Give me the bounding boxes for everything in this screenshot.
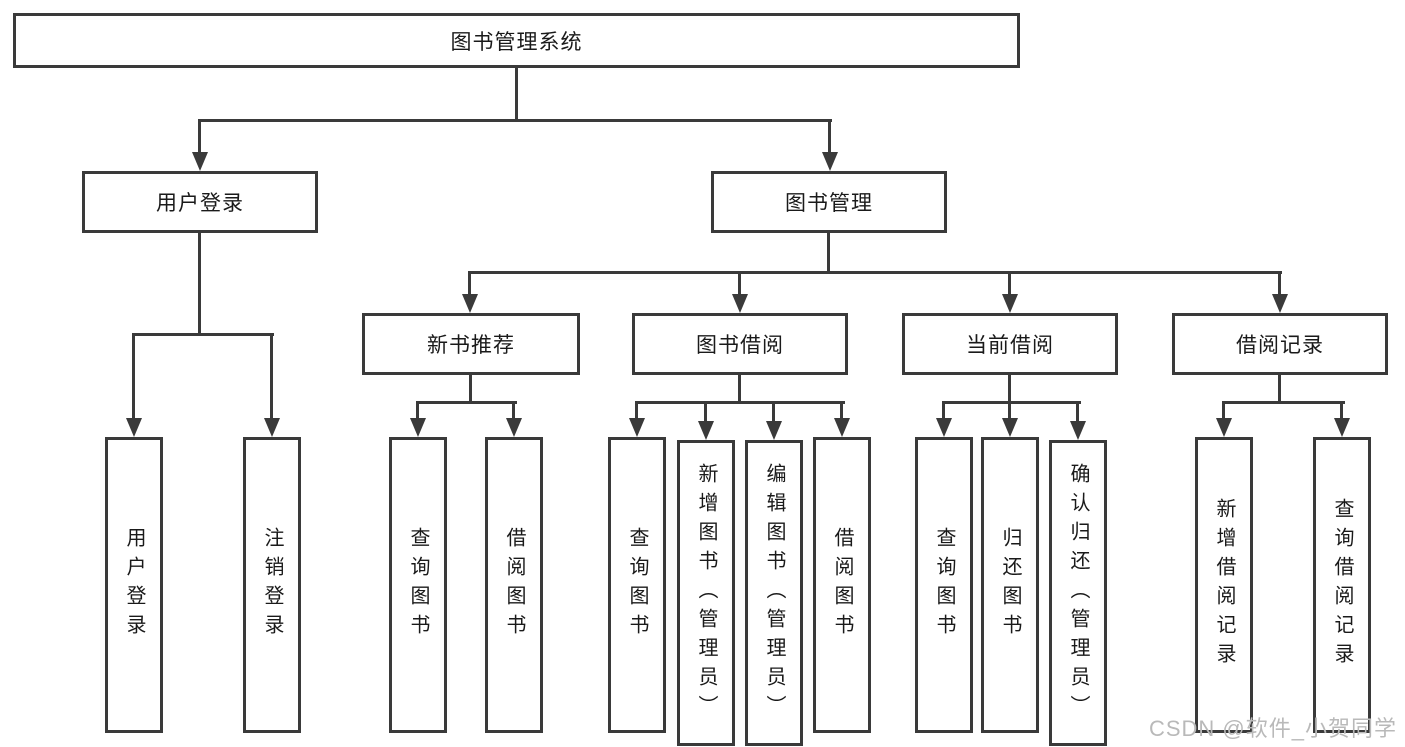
connector-line	[942, 401, 1081, 404]
leaf-query-borrow-record: 查询借阅记录	[1313, 437, 1371, 733]
arrow-down-icon	[834, 418, 850, 437]
node-current-borrowing: 当前借阅	[902, 313, 1118, 375]
leaf-borrow-books-borrowing: 借阅图书	[813, 437, 871, 733]
node-label: 新书推荐	[427, 334, 515, 357]
watermark: CSDN @软件_小贺同学	[1148, 716, 1397, 741]
connector-line	[828, 119, 831, 155]
connector-line	[1278, 375, 1281, 403]
node-label: 新增借阅记录	[1213, 498, 1235, 672]
leaf-add-borrow-record: 新增借阅记录	[1195, 437, 1253, 733]
connector-line	[468, 271, 471, 297]
arrow-down-icon	[936, 418, 952, 437]
leaf-logout: 注销登录	[243, 437, 301, 733]
connector-line	[1222, 401, 1225, 421]
connector-line	[512, 401, 515, 421]
connector-line	[738, 375, 741, 403]
arrow-down-icon	[192, 152, 208, 171]
leaf-borrow-books-recommend: 借阅图书	[485, 437, 543, 733]
connector-line	[1008, 375, 1011, 403]
leaf-return-books: 归还图书	[981, 437, 1039, 733]
leaf-confirm-return-admin: 确认归还（管理员）	[1049, 440, 1107, 746]
leaf-user-login: 用户登录	[105, 437, 163, 733]
node-book-borrowing: 图书借阅	[632, 313, 848, 375]
connector-line	[1340, 401, 1343, 421]
arrow-down-icon	[1002, 418, 1018, 437]
node-borrow-records: 借阅记录	[1172, 313, 1388, 375]
connector-line	[515, 68, 518, 121]
arrow-down-icon	[126, 418, 142, 437]
leaf-query-books-current: 查询图书	[915, 437, 973, 733]
node-label: 注销登录	[261, 527, 283, 643]
node-label: 借阅图书	[503, 527, 525, 643]
leaf-add-book-admin: 新增图书（管理员）	[677, 440, 735, 746]
connector-line	[1076, 401, 1079, 423]
node-label: 查询图书	[933, 527, 955, 643]
connector-line	[840, 401, 843, 421]
node-label: 编辑图书（管理员）	[763, 462, 785, 724]
arrow-down-icon	[732, 294, 748, 313]
arrow-down-icon	[1070, 421, 1086, 440]
node-label: 归还图书	[999, 527, 1021, 643]
arrow-down-icon	[1272, 294, 1288, 313]
connector-line	[772, 401, 775, 423]
arrow-down-icon	[264, 418, 280, 437]
arrow-down-icon	[1334, 418, 1350, 437]
arrow-down-icon	[462, 294, 478, 313]
arrow-down-icon	[506, 418, 522, 437]
connector-line	[469, 375, 472, 403]
connector-line	[704, 401, 707, 423]
node-user-login: 用户登录	[82, 171, 318, 233]
connector-line	[1008, 271, 1011, 297]
node-label: 确认归还（管理员）	[1067, 462, 1089, 724]
connector-line	[827, 233, 830, 273]
connector-line	[416, 401, 517, 404]
node-label: 查询图书	[626, 527, 648, 643]
node-book-management: 图书管理	[711, 171, 947, 233]
leaf-query-books-borrowing: 查询图书	[608, 437, 666, 733]
node-label: 查询图书	[407, 527, 429, 643]
connector-line	[198, 119, 832, 122]
node-new-book-recommend: 新书推荐	[362, 313, 580, 375]
connector-line	[132, 333, 135, 419]
connector-line	[270, 333, 273, 419]
node-label: 用户登录	[156, 192, 244, 215]
connector-line	[1278, 271, 1281, 297]
arrow-down-icon	[629, 418, 645, 437]
connector-line	[468, 271, 1282, 274]
node-label: 查询借阅记录	[1331, 498, 1353, 672]
connector-line	[132, 333, 274, 336]
node-label: 用户登录	[123, 527, 145, 643]
arrow-down-icon	[1216, 418, 1232, 437]
node-label: 图书管理	[785, 192, 873, 215]
node-label: 图书管理系统	[450, 30, 583, 54]
arrow-down-icon	[410, 418, 426, 437]
arrow-down-icon	[822, 152, 838, 171]
node-label: 借阅图书	[831, 527, 853, 643]
node-label: 当前借阅	[966, 334, 1054, 357]
leaf-query-books-recommend: 查询图书	[389, 437, 447, 733]
node-root: 图书管理系统	[13, 13, 1020, 68]
leaf-edit-book-admin: 编辑图书（管理员）	[745, 440, 803, 746]
arrow-down-icon	[1002, 294, 1018, 313]
arrow-down-icon	[766, 421, 782, 440]
connector-line	[635, 401, 638, 421]
node-label: 新增图书（管理员）	[695, 462, 717, 724]
connector-line	[198, 233, 201, 335]
arrow-down-icon	[698, 421, 714, 440]
connector-line	[738, 271, 741, 297]
connector-line	[1008, 401, 1011, 421]
connector-line	[1222, 401, 1345, 404]
node-label: 图书借阅	[696, 334, 784, 357]
node-label: 借阅记录	[1236, 334, 1324, 357]
connector-line	[942, 401, 945, 421]
connector-line	[416, 401, 419, 421]
connector-line	[198, 119, 201, 155]
connector-line	[635, 401, 845, 404]
